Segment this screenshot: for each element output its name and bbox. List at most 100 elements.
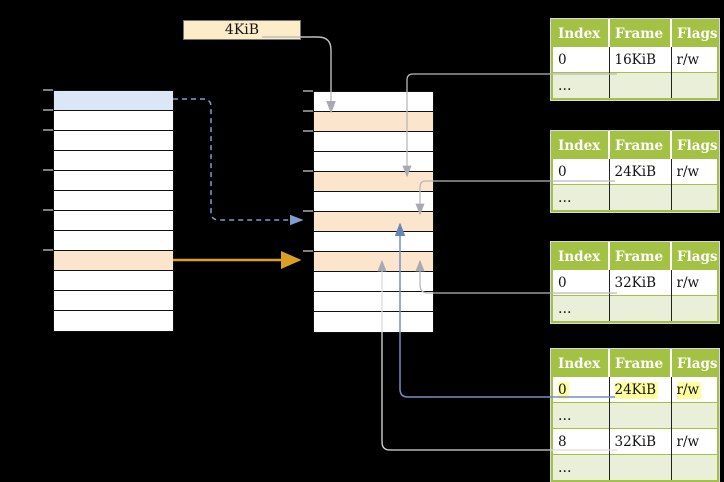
address-tick — [303, 250, 313, 252]
memory-cell-orange — [314, 212, 433, 232]
page-table-2: Index Frame Flags 0 24KiB r/w … — [550, 130, 720, 213]
column-header-frame: Frame — [609, 20, 672, 47]
cell-flags: r/w — [671, 428, 718, 455]
memory-cell-white — [314, 292, 433, 312]
page-size-label: 4KiB — [224, 22, 260, 38]
cell-index: … — [552, 295, 610, 322]
arrow-virtual-page-dashed — [173, 98, 304, 226]
memory-cell-orange — [54, 251, 173, 271]
cell-flags: r/w — [671, 269, 718, 296]
address-tick — [43, 249, 53, 251]
table-row: 0 32KiB r/w — [552, 269, 718, 296]
table-row-highlighted: 0 24KiB r/w — [552, 376, 718, 403]
cell-index: … — [552, 72, 610, 99]
memory-cell-white — [54, 311, 173, 331]
cell-index: … — [552, 184, 610, 211]
cell-frame: 16KiB — [609, 46, 672, 73]
column-header-index: Index — [552, 132, 610, 159]
cell-frame — [609, 295, 672, 322]
cell-flags — [671, 72, 718, 99]
column-header-frame: Frame — [609, 243, 672, 270]
table-row: 0 24KiB r/w — [552, 158, 718, 185]
memory-cell-white — [314, 232, 433, 252]
address-tick — [43, 129, 53, 131]
cell-flags: r/w — [671, 158, 718, 185]
cell-flags — [671, 402, 718, 429]
cell-index: 0 — [552, 269, 610, 296]
memory-cell-white — [54, 171, 173, 191]
memory-cell-white — [54, 111, 173, 131]
address-tick — [303, 110, 313, 112]
table-row: 0 16KiB r/w — [552, 46, 718, 73]
memory-cell-white — [54, 151, 173, 171]
memory-cell-white — [54, 231, 173, 251]
column-header-flags: Flags — [671, 350, 718, 377]
cell-flags: r/w — [671, 46, 718, 73]
physical-memory-column — [313, 91, 434, 333]
cell-index: 8 — [552, 428, 610, 455]
memory-cell-white — [314, 312, 433, 332]
table-header-row: Index Frame Flags — [552, 350, 718, 377]
memory-cell-white — [314, 132, 433, 152]
table-row-ellipsis: … — [552, 72, 718, 99]
cell-frame — [609, 184, 672, 211]
memory-cell-white — [54, 191, 173, 211]
table-header-row: Index Frame Flags — [552, 132, 718, 159]
page-size-label-box: 4KiB — [183, 20, 301, 40]
highlighted-value: 0 — [558, 381, 569, 399]
cell-index: 0 — [552, 158, 610, 185]
address-tick — [43, 209, 53, 211]
column-header-flags: Flags — [671, 132, 718, 159]
page-table-1: Index Frame Flags 0 16KiB r/w … — [550, 18, 720, 101]
page-table-3: Index Frame Flags 0 32KiB r/w … — [550, 241, 720, 324]
memory-cell-blue — [54, 91, 173, 111]
column-header-flags: Flags — [671, 243, 718, 270]
table-row: 8 32KiB r/w — [552, 428, 718, 455]
cell-flags — [671, 295, 718, 322]
column-header-frame: Frame — [609, 350, 672, 377]
table-row-ellipsis: … — [552, 295, 718, 322]
memory-cell-orange — [314, 172, 433, 192]
address-tick — [43, 169, 53, 171]
cell-flags: r/w — [671, 376, 718, 403]
cell-frame — [609, 402, 672, 429]
table-row-ellipsis: … — [552, 402, 718, 429]
address-tick — [43, 89, 53, 91]
address-tick — [43, 109, 53, 111]
memory-cell-orange — [314, 112, 433, 132]
memory-cell-white — [314, 92, 433, 112]
cell-frame: 32KiB — [609, 269, 672, 296]
virtual-memory-column — [53, 90, 174, 332]
table-row-ellipsis: … — [552, 454, 718, 481]
memory-cell-white — [314, 272, 433, 292]
cell-index: … — [552, 454, 610, 481]
cell-frame — [609, 72, 672, 99]
table-header-row: Index Frame Flags — [552, 20, 718, 47]
cell-index: 0 — [552, 376, 610, 403]
memory-cell-orange — [314, 252, 433, 272]
cell-flags — [671, 454, 718, 481]
address-tick — [303, 130, 313, 132]
cell-index: 0 — [552, 46, 610, 73]
column-header-frame: Frame — [609, 132, 672, 159]
column-header-index: Index — [552, 20, 610, 47]
memory-cell-white — [54, 211, 173, 231]
table-row-ellipsis: … — [552, 184, 718, 211]
page-table-4: Index Frame Flags 0 24KiB r/w … 8 32KiB … — [550, 348, 720, 482]
memory-cell-white — [54, 131, 173, 151]
cell-index: … — [552, 402, 610, 429]
column-header-index: Index — [552, 243, 610, 270]
highlighted-value: 24KiB — [614, 381, 659, 399]
cell-frame — [609, 454, 672, 481]
memory-cell-white — [54, 291, 173, 311]
column-header-index: Index — [552, 350, 610, 377]
cell-frame: 24KiB — [609, 158, 672, 185]
cell-frame: 32KiB — [609, 428, 672, 455]
column-header-flags: Flags — [671, 20, 718, 47]
table-header-row: Index Frame Flags — [552, 243, 718, 270]
cell-flags — [671, 184, 718, 211]
memory-cell-white — [54, 271, 173, 291]
cell-frame: 24KiB — [609, 376, 672, 403]
address-tick — [303, 170, 313, 172]
